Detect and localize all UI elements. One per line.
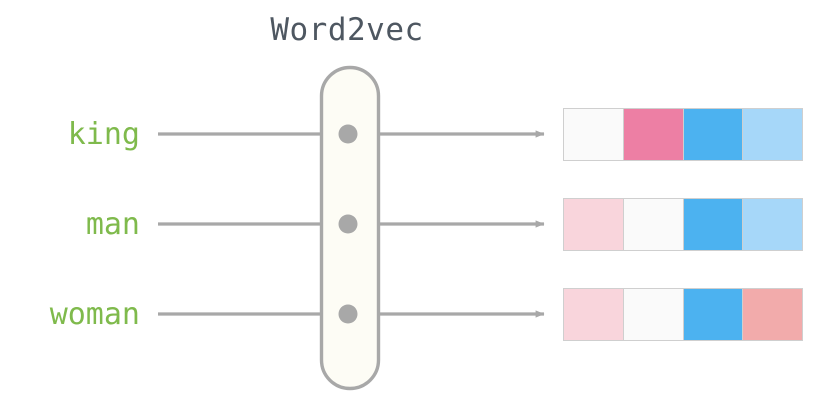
vector-cell-king-2 bbox=[622, 108, 684, 161]
vector-cell-woman-1 bbox=[563, 288, 624, 341]
vector-cell-woman-2 bbox=[622, 288, 684, 341]
word-label-king: king bbox=[67, 117, 140, 152]
page-title: Word2vec bbox=[270, 12, 424, 48]
vector-cell-king-4 bbox=[742, 108, 803, 161]
vector-row-king bbox=[563, 108, 803, 161]
vector-cell-man-2 bbox=[622, 198, 684, 251]
node-dot-icon-king bbox=[338, 124, 358, 144]
vector-cell-woman-3 bbox=[682, 288, 744, 341]
node-dot-icon-man bbox=[338, 214, 358, 234]
vector-cell-man-3 bbox=[682, 198, 744, 251]
word-label-woman: woman bbox=[49, 297, 140, 332]
vector-cell-king-1 bbox=[563, 108, 624, 161]
vector-cell-woman-4 bbox=[742, 288, 803, 341]
vector-cell-man-1 bbox=[563, 198, 624, 251]
vector-cell-king-3 bbox=[682, 108, 744, 161]
word-label-man: man bbox=[85, 207, 140, 242]
vector-cell-man-4 bbox=[742, 198, 803, 251]
node-dot-icon-woman bbox=[338, 304, 358, 324]
vector-row-man bbox=[563, 198, 803, 251]
vector-row-woman bbox=[563, 288, 803, 341]
